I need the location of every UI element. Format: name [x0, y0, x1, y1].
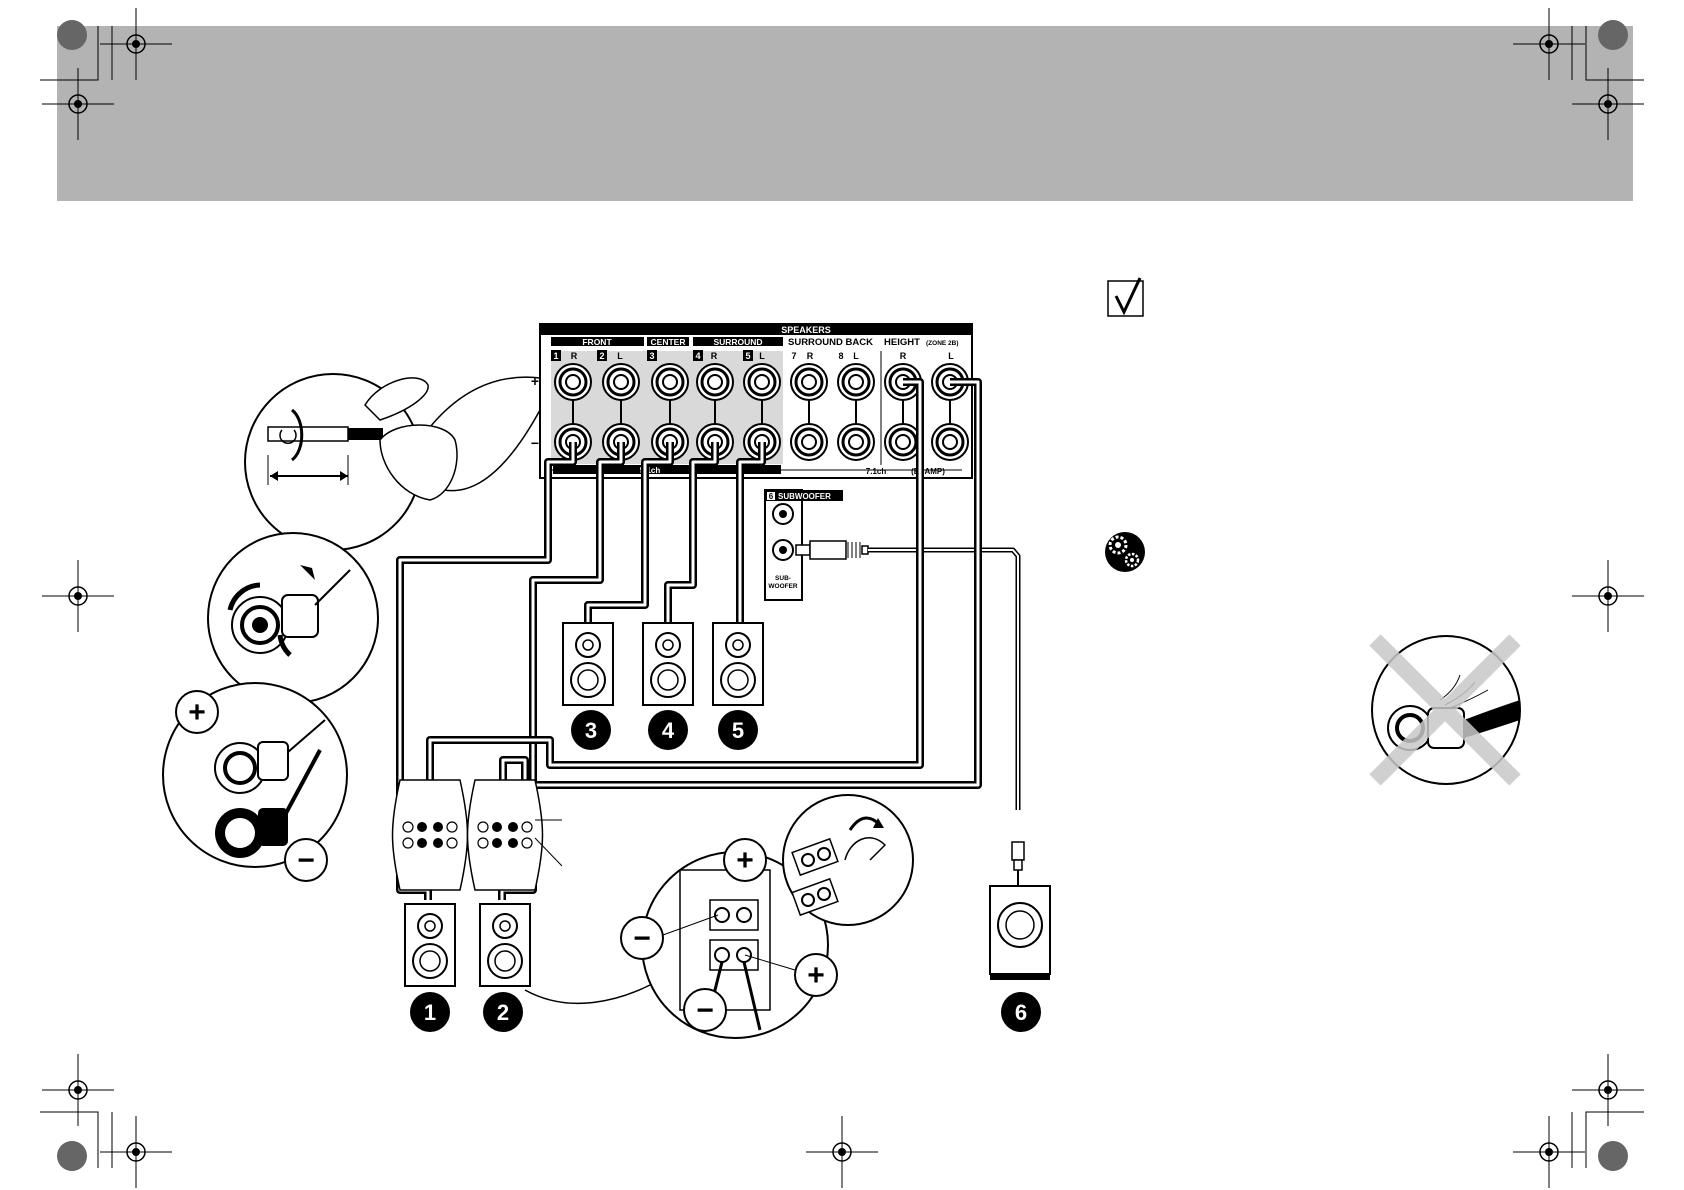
biamp-plus-right: +: [807, 959, 825, 992]
terminal-height-l: L: [948, 351, 954, 361]
polarity-detail: + −: [163, 683, 347, 881]
checkmark-icon: [1108, 278, 1143, 316]
group-front: FRONT: [582, 337, 612, 347]
panel-minus-sign: −: [531, 435, 539, 451]
post-surround-l-plus[interactable]: [744, 364, 780, 400]
crop-target-br: [1598, 1141, 1628, 1171]
biamp-plus-top: +: [736, 844, 754, 877]
post-sb-l-plus[interactable]: [838, 364, 874, 400]
post-sb-r-minus[interactable]: [791, 424, 827, 460]
biamp-minus-left: −: [633, 922, 651, 955]
settings-gear-icon: [1105, 532, 1145, 572]
speaker-5-surround-l: [713, 623, 763, 705]
group-height: HEIGHT: [884, 337, 920, 348]
terminal-7-side: R: [807, 351, 814, 361]
panel-title-bar: [540, 324, 972, 335]
reg-mark: [1513, 1116, 1585, 1188]
biamp-terminals-1: [393, 780, 468, 890]
terminal-1-side: R: [571, 351, 578, 361]
reg-mark: [1572, 68, 1644, 140]
post-height-r-minus[interactable]: [885, 424, 921, 460]
post-sb-l-minus[interactable]: [838, 424, 874, 460]
subwoofer-jack-label-1: SUB-: [775, 575, 791, 582]
receiver-speaker-panel: SPEAKERS FRONT CENTER SURROUND SURROUND …: [531, 324, 972, 478]
post-center-plus[interactable]: [652, 364, 688, 400]
terminal-1-num: 1: [553, 351, 558, 361]
subwoofer-num: 6: [769, 492, 774, 501]
reg-mark: [806, 1116, 878, 1188]
speaker-1-front-r: [405, 904, 455, 986]
reg-mark: [100, 1116, 172, 1188]
group-center: CENTER: [651, 337, 686, 347]
speaker-number-2: 2: [497, 1000, 509, 1025]
group-surround-back: SURROUND BACK: [788, 337, 873, 348]
reg-mark: [1572, 1054, 1644, 1126]
terminal-2-side: L: [617, 351, 623, 361]
speaker-4-surround-r: [643, 623, 693, 705]
terminal-3-num: 3: [649, 351, 654, 361]
biamp-terminals-2: [468, 780, 543, 890]
terminal-8-num: 8: [838, 351, 843, 361]
crop-target-bl: [57, 1141, 87, 1171]
group-height-zone: (ZONE 2B): [926, 340, 959, 347]
subwoofer-jack-label-2: WOOFER: [768, 583, 798, 590]
biamp-rear-detail: + − + −: [525, 795, 913, 1038]
group-surround: SURROUND: [713, 337, 762, 347]
post-front-r-plus[interactable]: [555, 364, 591, 400]
reg-mark: [42, 560, 114, 632]
reg-mark: [1572, 560, 1644, 632]
speaker-2-front-l: [480, 904, 530, 986]
terminal-5-side: L: [759, 351, 765, 361]
terminal-5-num: 5: [745, 351, 750, 361]
subwoofer-label: SUBWOOFER: [778, 492, 831, 501]
speaker-number-5: 5: [732, 718, 744, 743]
panel-title: SPEAKERS: [781, 325, 831, 335]
subwoofer-jack-panel: 6 SUBWOOFER SUB- WOOFER: [765, 490, 868, 600]
speaker-number-6: 6: [1015, 1000, 1027, 1025]
speaker-number-1: 1: [424, 1000, 436, 1025]
terminal-2-num: 2: [599, 351, 604, 361]
bar-7-1ch: 7.1ch: [866, 467, 887, 476]
speaker-3-center: [563, 623, 613, 705]
biamp-minus-bottom: −: [696, 994, 714, 1027]
post-surround-r-plus[interactable]: [697, 364, 733, 400]
terminal-4-num: 4: [695, 351, 700, 361]
subwoofer-6: [990, 842, 1050, 980]
reg-mark: [1513, 8, 1585, 80]
post-front-l-plus[interactable]: [603, 364, 639, 400]
terminal-7-num: 7: [791, 351, 796, 361]
speaker-number-4: 4: [662, 718, 675, 743]
reg-mark: [42, 1054, 114, 1126]
post-sb-r-plus[interactable]: [791, 364, 827, 400]
reg-mark: [42, 68, 114, 140]
crop-target-tr: [1598, 20, 1628, 50]
panel-plus-sign: +: [531, 373, 539, 389]
prohibited-x-icon: [1372, 636, 1520, 784]
terminal-8-side: L: [853, 351, 859, 361]
insert-wire-detail: [208, 533, 378, 703]
speaker-number-3: 3: [585, 718, 597, 743]
wire-strip-detail: [245, 374, 540, 550]
terminal-height-r: R: [900, 351, 907, 361]
crop-target-tl: [57, 20, 87, 50]
reg-mark: [100, 8, 172, 80]
plus-symbol: +: [188, 696, 206, 729]
minus-symbol: −: [297, 844, 315, 877]
terminal-4-side: R: [711, 351, 718, 361]
post-height-l-minus[interactable]: [932, 424, 968, 460]
